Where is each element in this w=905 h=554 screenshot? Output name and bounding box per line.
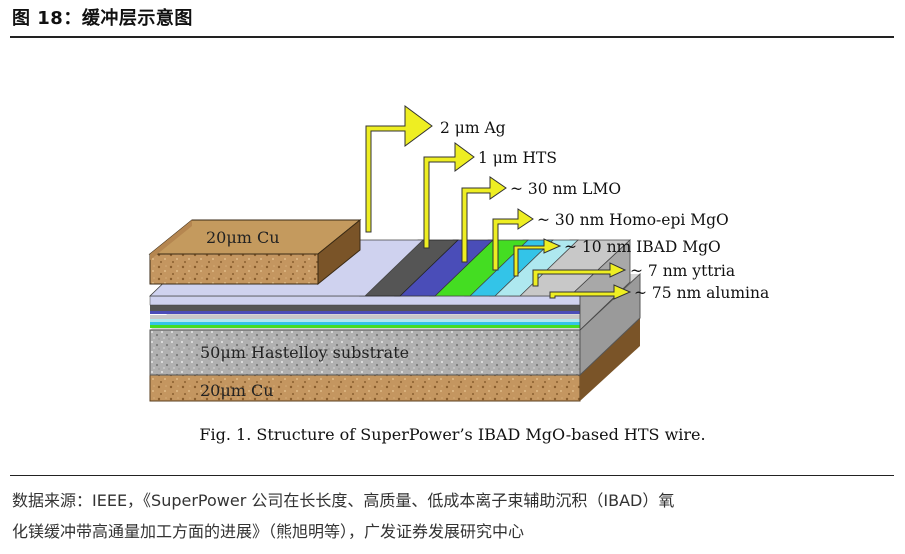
top-cu-label: 20μm Cu xyxy=(206,228,280,247)
hts-arrow xyxy=(423,142,475,249)
lmo-label: ~ 30 nm LMO xyxy=(510,180,621,198)
source-divider xyxy=(10,475,894,476)
homoepi-label: ~ 30 nm Homo-epi MgO xyxy=(537,211,729,229)
source-line-1: 数据来源：IEEE，《SuperPower 公司在长长度、高质量、低成本离子束辅… xyxy=(12,491,675,510)
top-cu-layer: 20μm Cu xyxy=(148,218,362,286)
substrate-label: 50μm Hastelloy substrate xyxy=(200,343,409,362)
lmo-arrow xyxy=(461,176,507,263)
yttria-label: ~ 7 nm yttria xyxy=(630,262,735,280)
title-divider xyxy=(10,36,894,38)
alumina-label: ~ 75 nm alumina xyxy=(634,284,769,302)
ibad-label: ~ 10 nm IBAD MgO xyxy=(564,238,721,256)
hts-label: 1 μm HTS xyxy=(478,149,557,167)
figure-title: 图 18：缓冲层示意图 xyxy=(12,8,193,29)
source-line-2: 化镁缓冲带高通量加工方面的进展》（熊旭明等），广发证券发展研究中心 xyxy=(12,522,525,541)
bottom-cu-label: 20μm Cu xyxy=(200,381,274,400)
ag-arrow xyxy=(365,105,433,233)
homoepi-arrow xyxy=(492,208,534,271)
figure-caption: Fig. 1. Structure of SuperPower’s IBAD M… xyxy=(199,425,706,444)
thin-layer-edges xyxy=(149,295,581,328)
alumina-arrow xyxy=(549,284,632,300)
buffer-layer-diagram: 20μm Cu 50μm Hastelloy substrate 20μm Cu xyxy=(148,105,769,402)
ibad-arrow xyxy=(513,238,562,277)
arrows xyxy=(365,105,632,300)
ag-label: 2 μm Ag xyxy=(440,119,506,137)
yttria-arrow xyxy=(532,262,627,287)
